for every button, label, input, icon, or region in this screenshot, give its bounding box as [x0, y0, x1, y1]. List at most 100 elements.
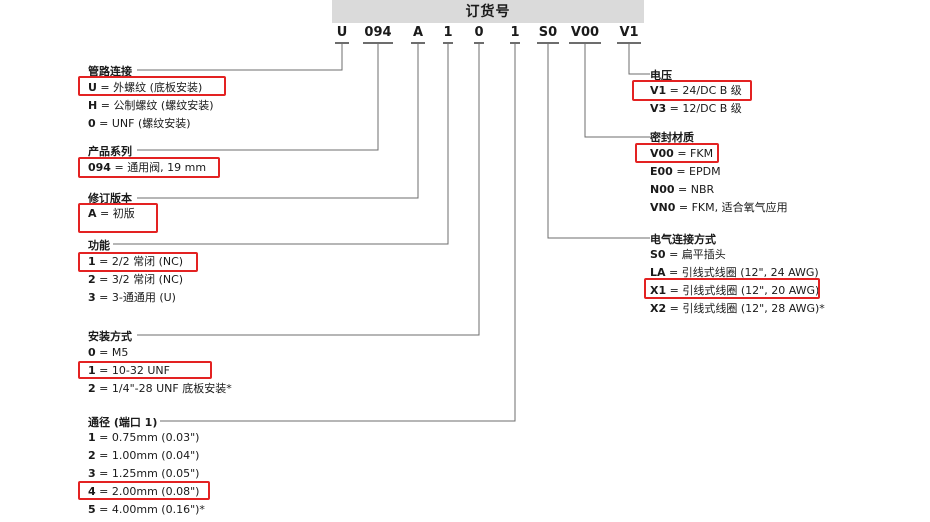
option-key: 3	[88, 291, 96, 304]
option-value: 1/4"-28 UNF 底板安装*	[111, 382, 232, 395]
option-value: 1.00mm (0.04")	[111, 449, 200, 462]
selected-highlight-electrical	[644, 278, 820, 299]
option-key: 2	[88, 382, 96, 395]
option-separator: =	[95, 364, 112, 377]
option-seal: V00 = FKM	[650, 147, 713, 161]
option-value: 2/2 常闭 (NC)	[111, 255, 184, 268]
option-value: NBR	[690, 183, 715, 196]
option-electrical: S0 = 扁平插头	[650, 248, 726, 262]
option-separator: =	[110, 161, 128, 174]
option-seal: VN0 = FKM, 适合氧气应用	[650, 201, 788, 215]
option-electrical: X2 = 引线式线圈 (12", 28 AWG)*	[650, 302, 825, 316]
option-value: EPDM	[689, 165, 721, 178]
option-key: V3	[650, 102, 667, 115]
selected-highlight-mount	[78, 361, 212, 379]
option-value: 3-通通用 (U)	[111, 291, 176, 304]
option-key: 094	[88, 161, 111, 174]
option-key: 1	[88, 431, 96, 444]
order-code-segment: 0	[474, 25, 484, 40]
option-bore: 2 = 1.00mm (0.04")	[88, 449, 199, 463]
option-voltage: V3 = 12/DC B 级	[650, 102, 742, 116]
connector-mount	[137, 44, 480, 336]
option-mount: 2 = 1/4"-28 UNF 底板安装*	[88, 382, 232, 396]
option-bore: 5 = 4.00mm (0.16")*	[88, 503, 205, 517]
option-value: 2.00mm (0.08")	[111, 485, 200, 498]
order-code-segment: V00	[570, 25, 600, 40]
option-value: FKM, 适合氧气应用	[691, 201, 788, 214]
order-code-underline	[474, 42, 484, 44]
option-separator: =	[96, 81, 114, 94]
option-key: LA	[650, 266, 666, 279]
order-code-segment: 1	[443, 25, 453, 40]
option-value: 外螺纹 (底板安装)	[113, 81, 203, 94]
connector-electrical	[547, 44, 650, 239]
selected-highlight-seal	[635, 143, 719, 163]
option-value: 引线式线圈 (12", 24 AWG)	[681, 266, 819, 279]
option-separator: =	[95, 431, 112, 444]
order-code-underline	[335, 42, 349, 44]
option-value: 通用阀, 19 mm	[127, 161, 207, 174]
connector-function	[113, 44, 449, 245]
option-seal: E00 = EPDM	[650, 165, 721, 179]
order-code-segment: A	[412, 25, 424, 40]
option-separator: =	[97, 99, 114, 112]
option-function: 1 = 2/2 常闭 (NC)	[88, 255, 183, 269]
order-code-underline	[569, 42, 601, 44]
selected-highlight-revision	[78, 203, 158, 233]
option-bore: 1 = 0.75mm (0.03")	[88, 431, 199, 445]
order-code-segment: 094	[364, 25, 392, 40]
option-key: VN0	[650, 201, 676, 214]
selected-highlight-pipe	[78, 76, 226, 96]
option-separator: =	[95, 382, 112, 395]
option-value: 1.25mm (0.05")	[111, 467, 200, 480]
option-separator: =	[665, 266, 682, 279]
connector-revision	[137, 44, 419, 199]
order-code-segment: 1	[510, 25, 520, 40]
option-separator: =	[95, 291, 112, 304]
option-separator: =	[95, 503, 112, 516]
option-separator: =	[666, 84, 683, 97]
option-seal: N00 = NBR	[650, 183, 714, 197]
order-code-underline	[363, 42, 393, 44]
option-key: N00	[650, 183, 675, 196]
selected-highlight-series	[78, 157, 220, 178]
option-key: U	[88, 81, 97, 94]
connector-series	[137, 44, 379, 151]
option-function: 2 = 3/2 常闭 (NC)	[88, 273, 183, 287]
option-series: 094 = 通用阀, 19 mm	[88, 161, 206, 175]
option-key: S0	[650, 248, 666, 261]
section-title-revision: 修订版本	[88, 192, 132, 205]
option-bore: 3 = 1.25mm (0.05")	[88, 467, 199, 481]
option-pipe: 0 = UNF (螺纹安装)	[88, 117, 191, 131]
option-value: 10-32 UNF	[111, 364, 170, 377]
connector-voltage	[628, 44, 650, 75]
option-separator: =	[673, 147, 691, 160]
option-key: V1	[650, 84, 667, 97]
option-value: M5	[111, 346, 129, 359]
option-separator: =	[672, 165, 690, 178]
option-key: 0	[88, 117, 96, 130]
option-separator: =	[95, 449, 112, 462]
order-code-underline	[411, 42, 425, 44]
section-title-seal: 密封材质	[650, 131, 694, 144]
option-value: 引线式线圈 (12", 20 AWG)	[682, 284, 820, 297]
connector-bore	[160, 44, 516, 422]
option-key: X1	[650, 284, 667, 297]
option-key: 5	[88, 503, 96, 516]
connector-seal	[584, 44, 650, 138]
option-value: 3/2 常闭 (NC)	[111, 273, 184, 286]
option-key: 0	[88, 346, 96, 359]
option-separator: =	[95, 346, 112, 359]
order-code-underline	[537, 42, 559, 44]
option-separator: =	[666, 102, 683, 115]
order-code-segment: S0	[538, 25, 558, 40]
option-separator: =	[666, 284, 683, 297]
option-separator: =	[95, 273, 112, 286]
option-key: 1	[88, 364, 96, 377]
order-code-underline	[510, 42, 520, 44]
option-key: E00	[650, 165, 673, 178]
option-key: V00	[650, 147, 674, 160]
section-title-electrical: 电气连接方式	[650, 233, 716, 246]
option-value: 公制螺纹 (螺纹安装)	[113, 99, 214, 112]
